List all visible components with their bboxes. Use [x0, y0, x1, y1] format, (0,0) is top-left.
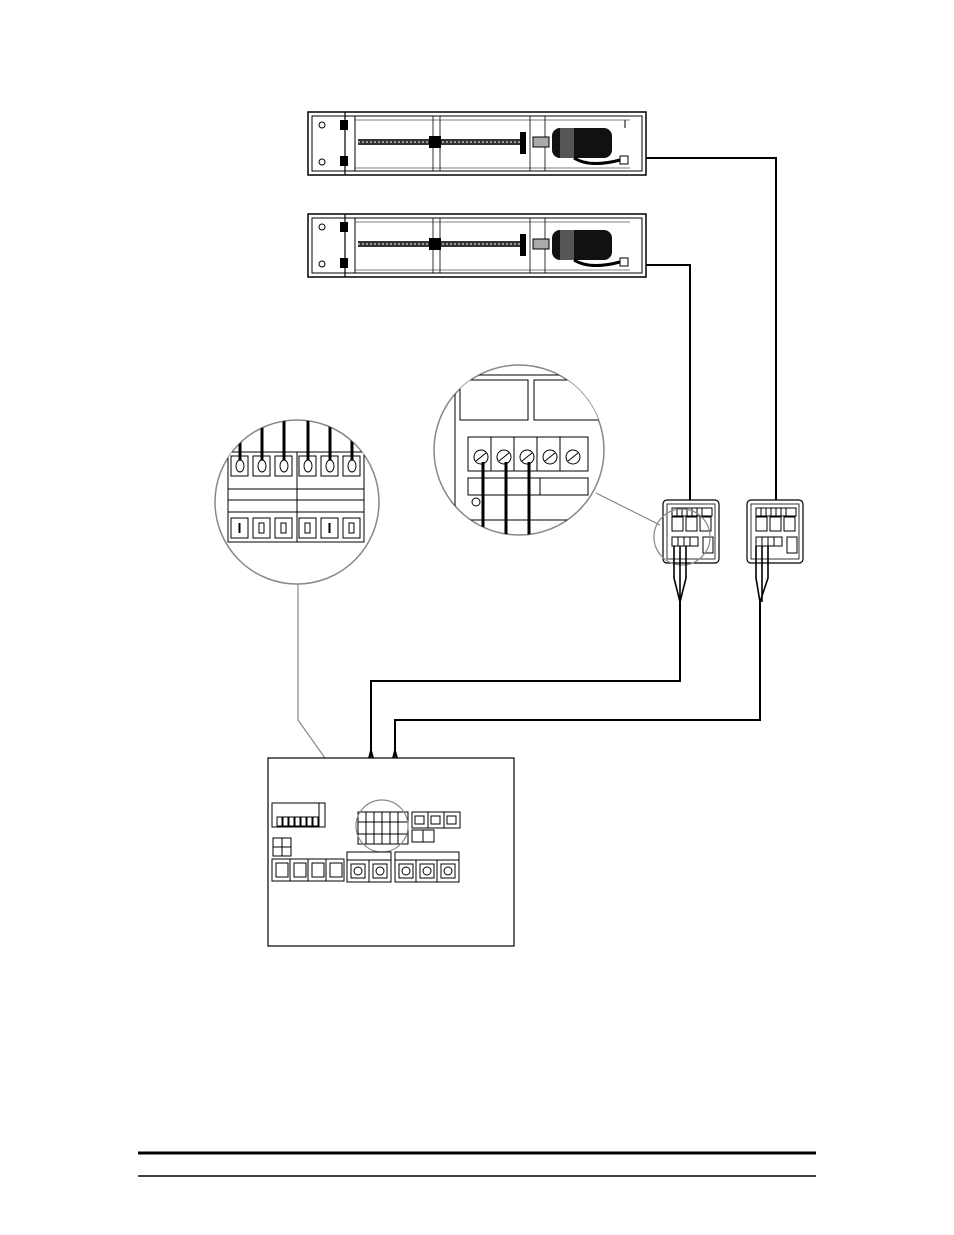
panel-terminal-block	[358, 812, 408, 844]
bottom-terminal-row-right	[395, 852, 459, 882]
actuator-upper	[308, 112, 646, 175]
bottom-terminal-row-left	[272, 859, 344, 881]
cable-upper-actuator	[646, 158, 776, 500]
cable-lower-actuator	[646, 265, 690, 500]
junction-box-left	[663, 500, 719, 563]
cable-left-junction-to-panel	[371, 602, 680, 750]
leader-line	[596, 493, 660, 525]
terminal-block-detail	[434, 365, 630, 540]
control-panel-terminal-detail	[215, 400, 379, 584]
actuator-lower	[308, 214, 646, 277]
control-panel	[268, 758, 514, 946]
bottom-terminal-row-middle	[347, 852, 391, 882]
cable-right-junction-to-panel	[395, 602, 760, 750]
